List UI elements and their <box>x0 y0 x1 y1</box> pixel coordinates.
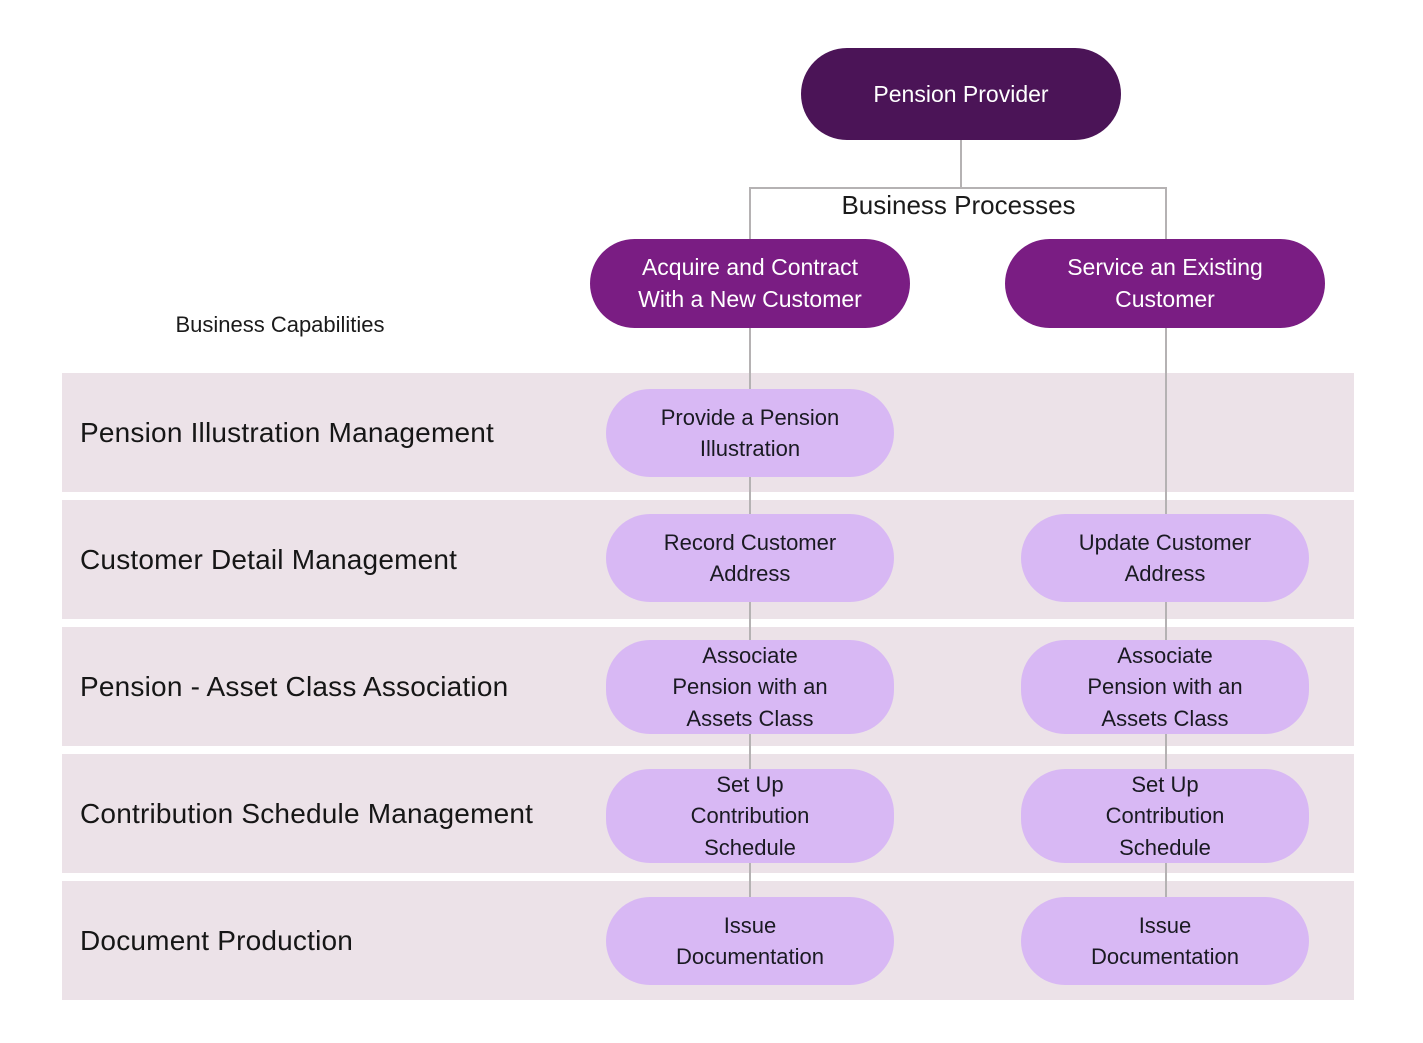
task-node-issue-documentation-acquire[interactable]: Issue Documentation <box>606 897 894 985</box>
connector-root-drop <box>960 140 962 188</box>
task-node-setup-contribution-schedule-service[interactable]: Set Up Contribution Schedule <box>1021 769 1309 863</box>
connector-column-service <box>1165 328 1167 941</box>
task-node-provide-pension-illustration[interactable]: Provide a Pension Illustration <box>606 389 894 477</box>
business-processes-header: Business Processes <box>841 190 1076 220</box>
task-node-associate-pension-asset-class-service[interactable]: Associate Pension with an Assets Class <box>1021 640 1309 734</box>
capability-label: Pension - Asset Class Association <box>80 670 509 702</box>
task-node-issue-documentation-service[interactable]: Issue Documentation <box>1021 897 1309 985</box>
task-node-associate-pension-asset-class-acquire[interactable]: Associate Pension with an Assets Class <box>606 640 894 734</box>
connector-branch-right-drop <box>1165 187 1167 240</box>
task-node-record-customer-address[interactable]: Record Customer Address <box>606 514 894 602</box>
root-node-pension-provider[interactable]: Pension Provider <box>801 48 1121 140</box>
connector-branch-bar <box>749 187 1167 189</box>
process-node-service-existing[interactable]: Service an Existing Customer <box>1005 239 1325 328</box>
process-node-acquire-contract[interactable]: Acquire and Contract With a New Customer <box>590 239 910 328</box>
connector-column-acquire <box>749 328 751 941</box>
connector-branch-left-drop <box>749 187 751 240</box>
capability-label: Pension Illustration Management <box>80 416 494 448</box>
capability-label: Document Production <box>80 924 354 956</box>
business-capabilities-header: Business Capabilities <box>175 312 385 337</box>
capability-label: Customer Detail Management <box>80 543 458 575</box>
task-node-setup-contribution-schedule-acquire[interactable]: Set Up Contribution Schedule <box>606 769 894 863</box>
capability-label: Contribution Schedule Management <box>80 797 534 829</box>
task-node-update-customer-address[interactable]: Update Customer Address <box>1021 514 1309 602</box>
